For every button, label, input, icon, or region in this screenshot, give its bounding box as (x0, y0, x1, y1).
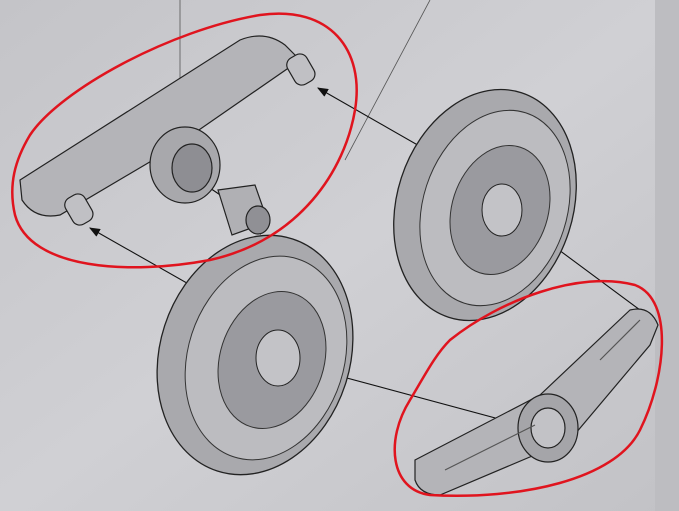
highlight-circle-lower (393, 279, 664, 497)
leader-line (344, 0, 431, 161)
front-wheel (156, 234, 354, 476)
lower-bracket (414, 308, 659, 496)
highlight-circle-upper (11, 12, 358, 269)
upper-bracket (19, 35, 316, 236)
rear-wheel (393, 88, 577, 322)
page-edge (655, 0, 679, 511)
